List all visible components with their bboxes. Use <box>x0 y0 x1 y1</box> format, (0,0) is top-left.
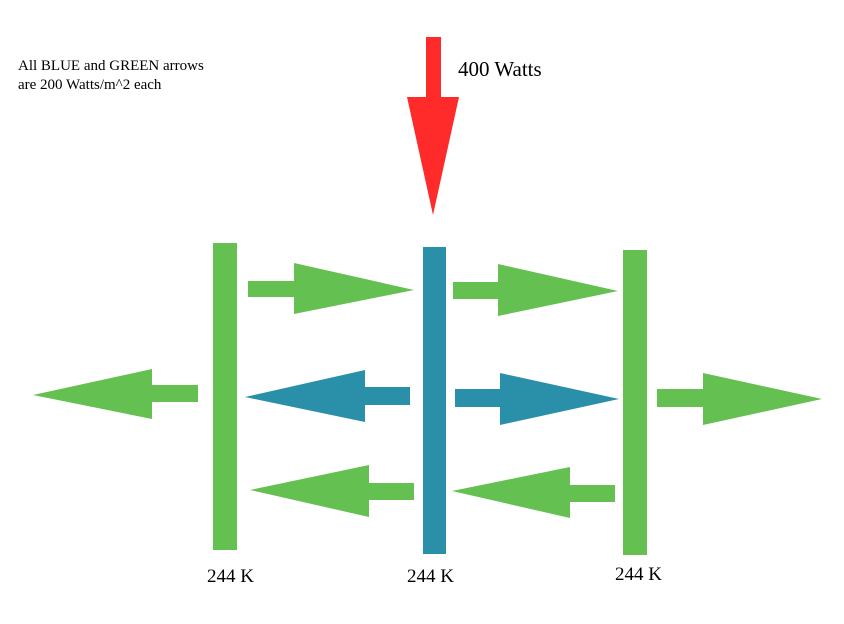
right-green-plate <box>623 250 647 555</box>
green-arrow-top-left-right <box>248 263 414 314</box>
green-arrow-bottom-middle-left <box>452 467 615 518</box>
right-plate-temperature: 244 K <box>615 564 662 585</box>
blue-arrow-middle-left <box>245 370 410 422</box>
red-input-arrow <box>407 37 459 215</box>
green-arrow-outer-left <box>33 369 198 419</box>
middle-plate-temperature: 244 K <box>407 566 454 587</box>
input-power-label: 400 Watts <box>458 57 542 81</box>
green-arrow-bottom-left-left <box>250 465 414 517</box>
legend-note-line-2: are 200 Watts/m^2 each <box>18 77 162 93</box>
left-plate-temperature: 244 K <box>207 566 254 587</box>
green-arrow-outer-right <box>657 373 822 425</box>
legend-note: All BLUE and GREEN arrows are 200 Watts/… <box>18 57 204 95</box>
middle-blue-plate <box>423 247 446 554</box>
blue-arrow-middle-right <box>455 373 619 425</box>
green-arrow-top-middle-right <box>453 264 618 316</box>
legend-note-line-1: All BLUE and GREEN arrows <box>18 58 204 74</box>
left-green-plate <box>213 243 237 550</box>
